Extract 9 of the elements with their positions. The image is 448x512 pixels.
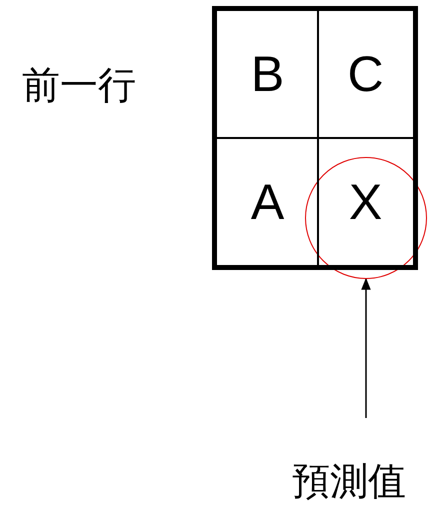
cell-letter: A xyxy=(250,177,284,227)
caption-text: 預測值 xyxy=(292,462,406,500)
cell-letter: C xyxy=(347,49,384,99)
grid-table xyxy=(212,6,418,270)
arrow xyxy=(361,278,371,418)
highlight-circle xyxy=(305,157,427,279)
cell-letter: X xyxy=(348,177,382,227)
cell-letter: B xyxy=(250,49,284,99)
row-label: 前一行 xyxy=(22,66,136,104)
